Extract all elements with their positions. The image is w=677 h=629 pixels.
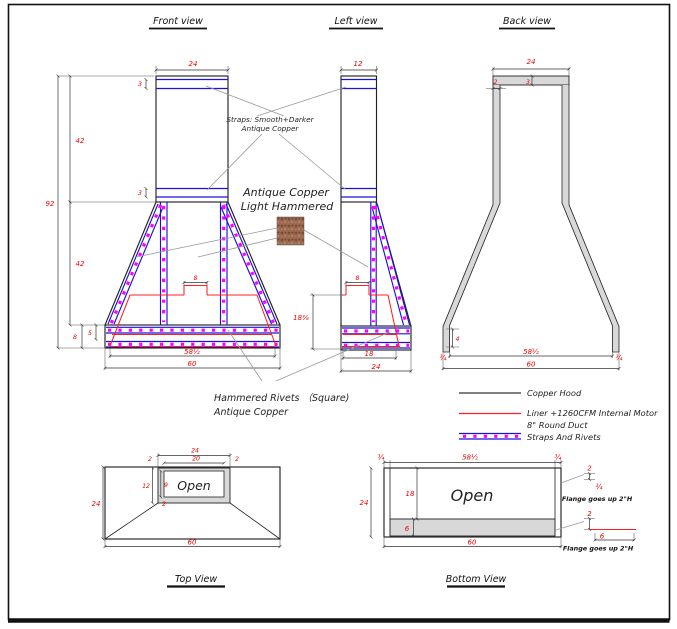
top-view-title: Top View — [175, 574, 217, 585]
legend-straps-label: Straps And Rivets — [527, 432, 601, 442]
front-dim-total-height: 92 — [46, 200, 55, 208]
back-view: Back view 24 2 3 4 ¾ 58½ ¾ 60 — [440, 16, 623, 371]
back-dim-foot: 4 — [456, 336, 460, 343]
back-view-geometry — [442, 75, 620, 353]
left-dim-liner-width: 18 — [365, 350, 374, 358]
legend-straps-line — [459, 432, 521, 440]
front-dim-bottom-width: 60 — [188, 360, 197, 368]
front-dim-liner-width: 58½ — [184, 348, 200, 356]
back-dim-inner-width: 58½ — [523, 348, 539, 356]
flange-bottom-dim-height: 2 — [587, 510, 592, 518]
flange-top-dim-height: 2 — [587, 465, 592, 473]
top-dim-frame-left: 2 — [148, 456, 152, 463]
legend-copper-hood-label: Copper Hood — [527, 388, 582, 398]
front-dim-upper-height: 42 — [76, 137, 85, 145]
top-dim-depth: 24 — [92, 500, 101, 508]
bottom-dim-inner-width: 58½ — [462, 454, 478, 462]
top-dim-frame-depth: 12 — [142, 483, 150, 490]
back-dim-left-wall: ¾ — [440, 354, 447, 362]
top-view: Open 24 20 2 2 12 9 2 24 60 Top View — [92, 448, 282, 588]
straps-annotation-line1: Straps: Smooth+Darker — [226, 115, 314, 124]
back-dim-wall-top: 3 — [526, 79, 530, 86]
back-view-dimensions: 24 2 3 4 ¾ 58½ ¾ 60 — [440, 58, 623, 371]
left-dim-bottom-width: 24 — [372, 363, 381, 371]
top-view-dimensions: 24 20 2 2 12 9 2 24 60 — [92, 448, 282, 549]
bottom-dim-wall-left: ¾ — [378, 454, 385, 462]
leader-lines — [135, 85, 391, 382]
copper-texture-swatch — [276, 216, 305, 246]
front-dim-duct: 8 — [194, 275, 198, 282]
front-view-liner — [109, 284, 277, 348]
front-dim-lower-height: 42 — [76, 260, 85, 268]
top-dim-frame-right: 2 — [235, 456, 239, 463]
rivets-annotation-line1: Hammered Rivets （Square) — [214, 392, 349, 404]
back-dim-wall-side: 2 — [494, 79, 498, 86]
flange-top-dim-wall: ¾ — [596, 483, 603, 491]
bottom-dim-wall-right: ¾ — [555, 454, 562, 462]
left-view-title: Left view — [334, 16, 377, 27]
left-dim-top-width: 12 — [354, 60, 363, 68]
bottom-view: Open ¾ 58½ ¾ 24 18 6 60 2 ¾ Flange goes … — [360, 454, 636, 588]
left-dim-liner-height: 18⅜ — [293, 314, 309, 322]
flange-bottom-note: Flange goes up 2"H — [563, 545, 634, 553]
front-view: Front view — [46, 16, 282, 370]
bottom-view-geometry — [383, 467, 562, 538]
back-dim-top-width: 24 — [527, 58, 536, 66]
front-dim-band-inner: 5 — [88, 330, 92, 337]
front-view-geometry — [104, 75, 281, 349]
bottom-view-dimensions: ¾ 58½ ¾ 24 18 6 60 — [360, 454, 563, 549]
top-dim-opening-depth: 9 — [164, 482, 168, 489]
top-view-geometry — [104, 466, 281, 540]
flange-detail-bottom: 2 6 Flange goes up 2"H — [555, 510, 636, 553]
left-view-straps — [341, 78, 411, 349]
left-view-liner — [342, 284, 400, 348]
legend-liner-label-line2: 8" Round Duct — [527, 420, 588, 430]
straps-annotation-line2: Antique Copper — [241, 124, 300, 133]
material-annotation-line1: Antique Copper — [242, 186, 330, 199]
bottom-dim-width: 60 — [468, 539, 477, 547]
bottom-dim-band: 6 — [405, 525, 410, 533]
legend: Copper Hood Liner +1260CFM Internal Moto… — [459, 388, 658, 442]
top-view-open-label: Open — [177, 478, 210, 493]
front-dim-band-height: 8 — [73, 334, 77, 341]
bottom-dim-open-depth: 18 — [406, 490, 415, 498]
sheet-border — [7, 3, 671, 623]
flange-detail-top: 2 ¾ Flange goes up 2"H — [560, 465, 633, 503]
back-view-title: Back view — [503, 16, 551, 27]
top-dim-opening-width: 20 — [192, 456, 200, 463]
annotations: Straps: Smooth+Darker Antique Copper Ant… — [135, 85, 391, 418]
left-view-dimensions: 12 8 18⅜ 18 24 — [293, 60, 413, 373]
bottom-view-title: Bottom View — [446, 574, 507, 585]
rivets-annotation-line2: Antique Copper — [213, 407, 289, 418]
front-dim-strap-top: 3 — [138, 81, 142, 88]
back-dim-bottom-width: 60 — [527, 361, 536, 369]
top-dim-frame-bottom: 2 — [162, 501, 166, 508]
front-view-straps — [106, 78, 279, 348]
front-view-dimensions: 24 92 42 3 3 42 8 5 8 58½ 60 — [46, 60, 282, 370]
top-dim-frame-width: 24 — [191, 448, 199, 455]
legend-liner-label-line1: Liner +1260CFM Internal Motor — [527, 408, 658, 418]
bottom-dim-depth: 24 — [360, 499, 369, 507]
left-dim-duct: 8 — [356, 275, 360, 282]
bottom-view-open-label: Open — [451, 486, 494, 505]
material-annotation-line2: Light Hammered — [241, 200, 334, 213]
front-dim-strap-mid: 3 — [138, 190, 142, 197]
front-dim-top-width: 24 — [189, 60, 198, 68]
back-dim-right-wall: ¾ — [616, 354, 623, 362]
flange-bottom-dim-width: 6 — [600, 533, 605, 541]
front-view-title: Front view — [153, 16, 203, 27]
top-dim-width: 60 — [188, 539, 197, 547]
flange-top-note: Flange goes up 2"H — [562, 495, 633, 503]
left-view: Left view 12 8 — [293, 16, 413, 373]
